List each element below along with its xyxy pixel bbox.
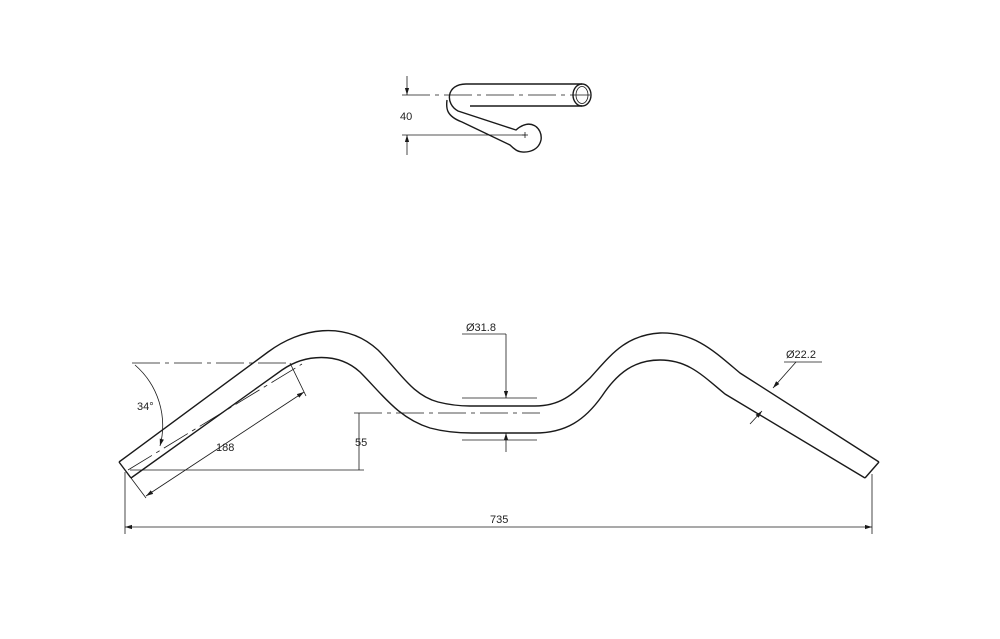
dim-end-diameter-label: Ø22.2: [786, 349, 816, 361]
dim-center-diameter-label: Ø31.8: [466, 322, 496, 334]
dim-grip-length-label: 188: [216, 442, 234, 454]
dim-drop-label: 55: [355, 437, 367, 449]
dim-overall-width-label: 735: [490, 514, 508, 526]
right-tube-end: [864, 461, 880, 479]
dim-angle-label: 34°: [137, 401, 154, 413]
dim-22-arrow-bottom: [749, 410, 763, 425]
side-view-tube-outline: [445, 83, 582, 153]
front-view: 34° 188 55 Ø31.8 Ø22.2 735: [118, 322, 880, 534]
dim-rise-label: 40: [400, 111, 412, 123]
front-view-tube-lower-edge: [130, 356, 866, 479]
grip-length-extension: [289, 362, 307, 397]
dim-22-arrow-top: [772, 361, 797, 389]
left-tube-end: [118, 461, 132, 479]
side-view: 40: [400, 76, 592, 155]
dim-188-line: [145, 391, 305, 497]
front-view-tube-upper-edge: [118, 330, 880, 463]
dim-188-ext: [130, 477, 147, 499]
left-grip-centerline: [127, 363, 303, 471]
